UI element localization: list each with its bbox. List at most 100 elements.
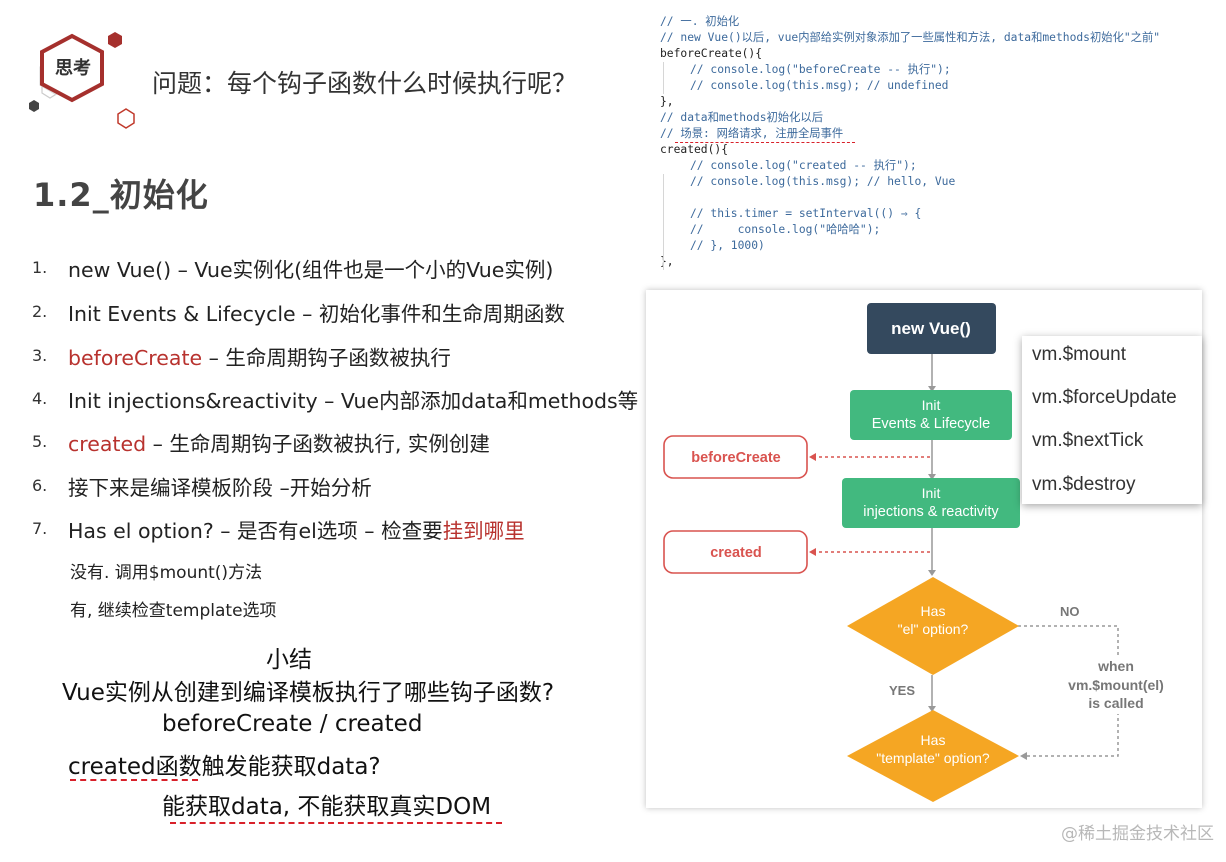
node-init-events-line2: Events & Lifecycle bbox=[872, 416, 990, 432]
code-line: // }, 1000) bbox=[690, 239, 765, 252]
code-line: // new Vue()以后, vue内部给实例对象添加了一些属性和方法, da… bbox=[660, 31, 1161, 44]
menu-item-force-update[interactable]: vm.$forceUpdate bbox=[1032, 387, 1177, 408]
hexagon-main-icon bbox=[40, 33, 104, 103]
code-line: }, bbox=[660, 95, 674, 108]
step-plain-text: – 生命周期钩子函数被执行, 实例创建 bbox=[146, 432, 490, 456]
step-text: created – 生命周期钩子函数被执行, 实例创建 bbox=[68, 427, 490, 457]
hexagon-red-small-icon bbox=[108, 32, 122, 48]
label-when-1: when bbox=[1097, 658, 1134, 674]
node-has-template-line1: Has bbox=[921, 732, 946, 748]
step-text: new Vue() – Vue实例化(组件也是一个小的Vue实例) bbox=[68, 253, 553, 283]
arrow-head-icon bbox=[928, 386, 936, 392]
lifecycle-diagram: new Vue() Init Events & Lifecycle before… bbox=[646, 290, 1202, 808]
code-line: // console.log("哈哈哈"); bbox=[690, 223, 881, 236]
indent-guide bbox=[663, 62, 664, 94]
underline-answer bbox=[170, 822, 502, 824]
step-text: beforeCreate – 生命周期钩子函数被执行 bbox=[68, 341, 451, 371]
arrow-head-icon bbox=[928, 706, 936, 712]
indent-guide bbox=[663, 174, 664, 270]
label-when-3: is called bbox=[1088, 695, 1143, 711]
hexagon-dark-small-icon bbox=[29, 100, 39, 112]
summary-answer-2: 能获取data, 不能获取真实DOM bbox=[162, 794, 492, 820]
code-line: created(){ bbox=[660, 143, 729, 156]
menu-item-mount[interactable]: vm.$mount bbox=[1032, 344, 1126, 365]
step-number: 3. bbox=[32, 346, 48, 365]
code-line: // console.log(this.msg); // undefined bbox=[690, 79, 949, 92]
node-init-injections-line2: injections & reactivity bbox=[863, 504, 999, 520]
step-plain-text: 接下来是编译模板阶段 –开始分析 bbox=[68, 476, 372, 500]
underline-scenario bbox=[675, 142, 855, 143]
arrow-head-icon bbox=[928, 570, 936, 576]
node-new-vue bbox=[867, 303, 996, 354]
code-block: // 一. 初始化 // new Vue()以后, vue内部给实例对象添加了一些… bbox=[660, 14, 1160, 270]
label-no: NO bbox=[1060, 604, 1080, 619]
menu-item-destroy[interactable]: vm.$destroy bbox=[1032, 474, 1136, 495]
arrow-head-icon bbox=[928, 474, 936, 480]
node-init-events-line1: Init bbox=[922, 397, 941, 413]
step-plain-text: Has el option? – 是否有el选项 – 检查要 bbox=[68, 519, 443, 543]
node-has-el-line1: Has bbox=[921, 603, 946, 619]
hexagon-red-outline-icon bbox=[117, 108, 135, 129]
label-when-2: vm.$mount(el) bbox=[1068, 677, 1164, 693]
step-highlight-text: beforeCreate bbox=[68, 346, 203, 370]
node-init-injections bbox=[842, 478, 1020, 528]
summary-title: 小结 bbox=[266, 647, 312, 673]
summary-question-2: created函数触发能获取data? bbox=[68, 754, 381, 780]
thinking-badge: 思考 bbox=[29, 32, 135, 129]
lifecycle-diagram-svg: new Vue() Init Events & Lifecycle before… bbox=[663, 303, 1174, 802]
code-line: // 场景: 网络请求, 注册全局事件 bbox=[660, 127, 844, 140]
watermark: @稀土掘金技术社区 bbox=[1061, 824, 1214, 844]
arrow-head-icon bbox=[1020, 752, 1027, 760]
summary-question-1: Vue实例从创建到编译模板执行了哪些钩子函数? bbox=[62, 680, 555, 706]
code-line bbox=[660, 190, 1160, 206]
code-line: // 一. 初始化 bbox=[660, 15, 740, 28]
step-number: 6. bbox=[32, 476, 48, 495]
menu-item-next-tick[interactable]: vm.$nextTick bbox=[1032, 430, 1144, 451]
underline-created bbox=[70, 779, 198, 781]
step-number: 7. bbox=[32, 519, 48, 538]
step-highlight-text: created bbox=[68, 432, 147, 456]
code-line: // console.log(this.msg); // hello, Vue bbox=[690, 175, 956, 188]
instance-methods-menu: vm.$mount vm.$forceUpdate vm.$nextTick v… bbox=[1022, 336, 1202, 504]
code-line: // console.log("created -- 执行"); bbox=[690, 159, 917, 172]
arrow-head-icon bbox=[809, 453, 816, 461]
node-created bbox=[663, 530, 808, 574]
node-has-el bbox=[847, 577, 1019, 675]
node-before-create-label: beforeCreate bbox=[691, 450, 780, 466]
sub-note-yes: 有, 继续检查template选项 bbox=[70, 601, 277, 621]
step-text: 接下来是编译模板阶段 –开始分析 bbox=[68, 471, 372, 501]
sub-note-no: 没有. 调用$mount()方法 bbox=[70, 563, 263, 583]
node-init-events bbox=[850, 390, 1012, 440]
step-number: 1. bbox=[32, 258, 48, 277]
step-text: Init injections&reactivity – Vue内部添加data… bbox=[68, 384, 638, 414]
node-has-el-line2: "el" option? bbox=[898, 621, 969, 637]
step-plain-text: – 生命周期钩子函数被执行 bbox=[202, 346, 451, 370]
summary-answer-1: beforeCreate / created bbox=[162, 711, 423, 737]
node-created-label: created bbox=[710, 545, 762, 561]
arrow-head-icon bbox=[809, 548, 816, 556]
label-yes: YES bbox=[889, 683, 915, 698]
code-line: // data和methods初始化以后 bbox=[660, 111, 824, 124]
section-title: 1.2_初始化 bbox=[33, 176, 209, 214]
question-text: 问题：每个钩子函数什么时候执行呢？ bbox=[152, 69, 578, 98]
step-plain-text: Init injections&reactivity – Vue内部添加data… bbox=[68, 389, 639, 413]
step-text: Has el option? – 是否有el选项 – 检查要挂到哪里 bbox=[68, 514, 525, 544]
code-line: // this.timer = setInterval(() ⇒ { bbox=[690, 207, 922, 220]
step-highlight-text: 挂到哪里 bbox=[442, 519, 525, 543]
node-has-template bbox=[847, 710, 1019, 802]
code-line: beforeCreate(){ bbox=[660, 47, 763, 60]
node-has-template-line2: "template" option? bbox=[876, 750, 990, 766]
step-plain-text: Init Events & Lifecycle – 初始化事件和生命周期函数 bbox=[68, 302, 565, 326]
step-number: 5. bbox=[32, 432, 48, 451]
node-new-vue-label: new Vue() bbox=[891, 319, 971, 338]
code-line: }, bbox=[660, 255, 674, 268]
code-line: // console.log("beforeCreate -- 执行"); bbox=[690, 63, 951, 76]
node-init-injections-line1: Init bbox=[922, 485, 941, 501]
node-before-create bbox=[663, 435, 808, 479]
when-label-bg bbox=[1056, 656, 1174, 714]
step-number: 2. bbox=[32, 302, 48, 321]
step-plain-text: new Vue() – Vue实例化(组件也是一个小的Vue实例) bbox=[68, 258, 554, 282]
step-number: 4. bbox=[32, 389, 48, 408]
badge-label: 思考 bbox=[55, 57, 91, 79]
step-text: Init Events & Lifecycle – 初始化事件和生命周期函数 bbox=[68, 297, 565, 327]
